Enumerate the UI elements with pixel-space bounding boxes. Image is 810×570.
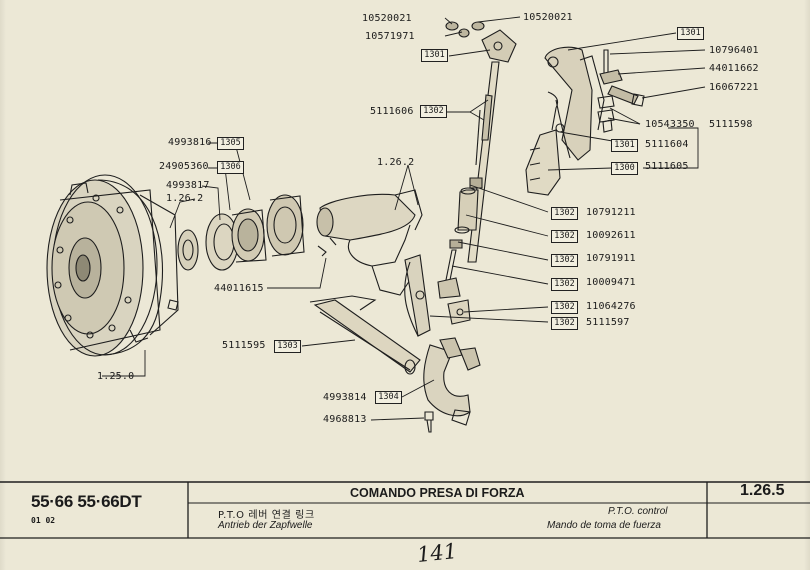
- release-bearing-drawing: [177, 194, 305, 271]
- section-ref-label: 1.25.0: [97, 371, 135, 382]
- part-number-label: 5111598: [709, 119, 753, 130]
- group-ref-box: 1302: [420, 105, 447, 118]
- part-number-label: 10520021: [362, 13, 412, 24]
- part-number-label: 4993816: [168, 137, 212, 148]
- group-ref-box: 1301: [611, 139, 638, 152]
- title-korean: P.T.O 레버 연결 링크: [218, 510, 315, 521]
- part-number-label: 5111595: [222, 340, 266, 351]
- pto-shaft-fork-drawing: [309, 189, 481, 433]
- part-number-label: 10571971: [365, 31, 415, 42]
- part-number-label: 4993817: [166, 180, 210, 191]
- connecting-rod-drawing: [437, 21, 517, 325]
- title-italian: COMANDO PRESA DI FORZA: [350, 486, 525, 500]
- group-ref-box: 1303: [274, 340, 301, 353]
- group-ref-box: 1302: [551, 317, 578, 330]
- part-number-label: 16067221: [709, 82, 759, 93]
- group-ref-box: 1302: [551, 207, 578, 220]
- part-number-label: 10092611: [586, 230, 636, 241]
- edition-code: 01 02: [31, 516, 56, 525]
- part-number-label: 10009471: [586, 277, 636, 288]
- part-number-label: 10543350: [645, 119, 695, 130]
- group-ref-box: 1302: [551, 301, 578, 314]
- clutch-assembly-drawing: [46, 174, 179, 357]
- part-number-label: 11064276: [586, 301, 636, 312]
- part-number-label: 24905360: [159, 161, 209, 172]
- part-number-label: 44011662: [709, 63, 759, 74]
- part-number-label: 4968813: [323, 414, 367, 425]
- part-number-label: 10791911: [586, 253, 636, 264]
- part-number-label: 5111605: [645, 161, 689, 172]
- group-ref-box: 1301: [421, 49, 448, 62]
- part-number-label: 10520021: [523, 12, 573, 23]
- part-number-label: 5111597: [586, 317, 630, 328]
- handwritten-page-number: 141: [415, 538, 459, 568]
- part-number-label: 44011615: [214, 283, 264, 294]
- title-english: P.T.O. control: [608, 506, 668, 517]
- title-german: Antrieb der Zapfwelle: [218, 520, 313, 531]
- group-ref-box: 1302: [551, 254, 578, 267]
- group-ref-box: 1300: [611, 162, 638, 175]
- part-number-label: 5111606: [370, 106, 414, 117]
- part-number-label: 10796401: [709, 45, 759, 56]
- title-spanish: Mando de toma de fuerza: [547, 520, 661, 531]
- part-number-label: 10791211: [586, 207, 636, 218]
- model-numbers: 55·66 55·66DT: [31, 492, 142, 511]
- group-ref-box: 1301: [677, 27, 704, 40]
- group-ref-box: 1305: [217, 137, 244, 150]
- group-ref-box: 1306: [217, 161, 244, 174]
- part-number-label: 5111604: [645, 139, 689, 150]
- part-number-label: 4993814: [323, 392, 367, 403]
- group-ref-box: 1302: [551, 278, 578, 291]
- section-ref-label: 1.26.2: [377, 157, 415, 168]
- lever-bracket-drawing: [525, 46, 645, 196]
- group-ref-box: 1304: [375, 391, 402, 404]
- group-ref-box: 1302: [551, 230, 578, 243]
- section-ref-label: 1.26.2: [166, 193, 204, 204]
- section-number: 1.26.5: [740, 482, 785, 499]
